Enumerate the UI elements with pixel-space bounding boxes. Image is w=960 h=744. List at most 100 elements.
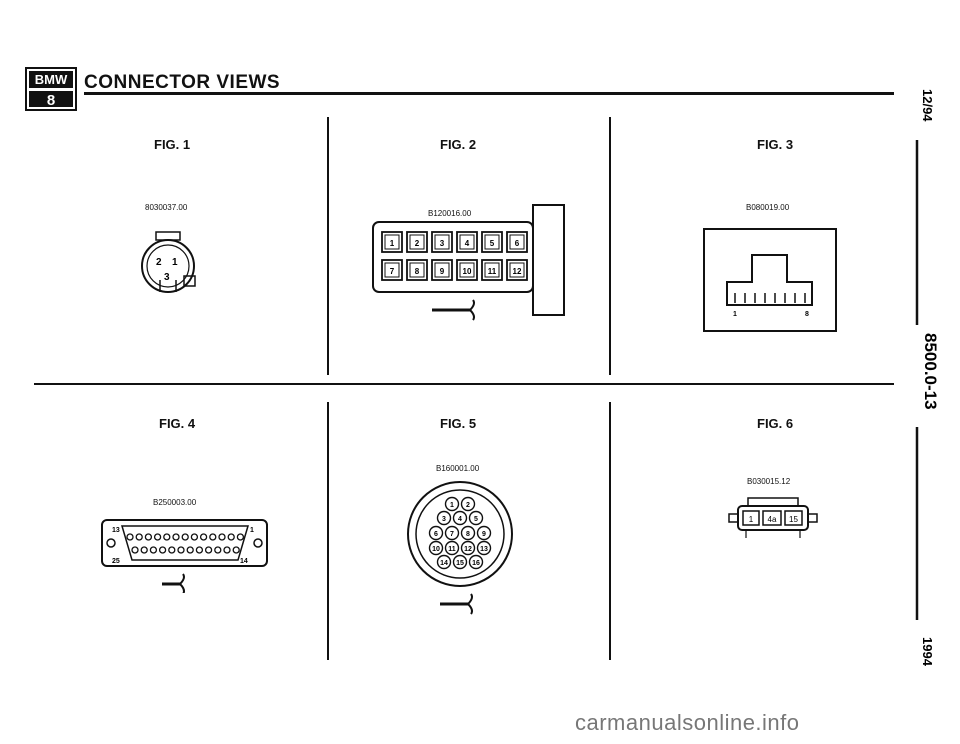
- fig-2-pin-label: 7: [390, 267, 395, 276]
- page-title: CONNECTOR VIEWS: [84, 72, 281, 93]
- fig-4-pin-label: 1: [250, 527, 254, 534]
- fig-2-pin-inner: [434, 262, 450, 278]
- fig-5-pin: [428, 540, 444, 556]
- fig-2-code: B120016.00: [428, 209, 472, 218]
- fig-4-pin: [149, 546, 158, 554]
- fig-6-code: B030015.12: [747, 477, 791, 486]
- wire-harness-icon: [162, 573, 185, 593]
- fig-4-pin: [223, 546, 231, 554]
- fig-2-pin-label: 10: [463, 267, 472, 276]
- fig-6-connector: 1 4a 15: [728, 497, 818, 538]
- fig-4-pin: [195, 546, 204, 554]
- fig-3-pin-label: 8: [805, 311, 809, 318]
- fig-2-pin-label: 11: [488, 267, 497, 276]
- fig-5-pin: [428, 525, 444, 541]
- fig-4-pin: [168, 546, 176, 554]
- fig-2-pin: [431, 259, 453, 281]
- section-divider: [34, 383, 894, 385]
- fig-2-pin: [506, 259, 528, 281]
- fig-5-pin-label: 4: [458, 516, 462, 523]
- fig-2-pin-inner: [484, 262, 500, 278]
- fig-5-pin-label: 12: [464, 546, 472, 553]
- fig-4-pin-label: 14: [240, 558, 248, 565]
- fig-5-pin-label: 7: [450, 531, 454, 538]
- fig-2-pin-inner: [459, 234, 475, 250]
- fig-5-pin-label: 16: [472, 560, 480, 567]
- fig-4-pin: [209, 533, 217, 541]
- fig-2-pin: [456, 231, 478, 253]
- fig-5-pin-label: 10: [432, 546, 440, 553]
- logo-brand: BMW: [35, 72, 68, 87]
- fig-4-pin: [177, 546, 185, 554]
- fig-5-pin-label: 15: [456, 560, 464, 567]
- fig-4-pin: [218, 533, 226, 541]
- fig-5-pin: [460, 525, 476, 541]
- page-side-rail: 12/94 8500.0-13 1994: [915, 89, 940, 667]
- fig-2-pin-inner: [384, 234, 400, 250]
- fig-4-pin: [204, 546, 213, 554]
- fig-5-pin-label: 9: [482, 531, 486, 538]
- fig-2-pin: [406, 259, 428, 281]
- fig-5-pin: [444, 540, 460, 556]
- fig-2-pin-label: 12: [513, 267, 522, 276]
- fig-1-pin-label: 3: [164, 272, 170, 283]
- wire-harness-icon: [440, 593, 473, 615]
- bmw-8-logo: BMW 8: [25, 67, 77, 111]
- fig-2-pin-label: 8: [415, 267, 420, 276]
- fig-4-pin: [163, 533, 171, 541]
- fig-2-pin: [506, 231, 528, 253]
- fig-2-pin: [481, 231, 503, 253]
- fig-4-pin: [172, 533, 180, 541]
- fig-5-pin-label: 3: [442, 516, 446, 523]
- fig-4-pin: [190, 533, 199, 541]
- fig-4-pin: [186, 546, 194, 554]
- fig-5-pin: [476, 540, 492, 556]
- column-divider-3: [327, 402, 329, 660]
- side-page-number: 8500.0-13: [921, 333, 940, 410]
- fig-1-pin-label: 1: [172, 257, 178, 268]
- fig-3-label: FIG. 3: [757, 137, 794, 152]
- fig-5-pin-label: 8: [466, 531, 470, 538]
- fig-5-pin: [436, 510, 452, 526]
- fig-2-pin-inner: [434, 234, 450, 250]
- fig-2-pin-label: 3: [440, 239, 445, 248]
- fig-4-connector: 13 1 25 14: [101, 519, 268, 593]
- fig-3-connector: 1 8: [703, 228, 837, 332]
- fig-2-pin-label: 2: [415, 239, 420, 248]
- fig-4-pin: [227, 533, 235, 541]
- fig-2-pin-label: 6: [515, 239, 520, 248]
- fig-4-pin: [135, 533, 143, 541]
- fig-5-label: FIG. 5: [440, 416, 477, 431]
- side-date: 12/94: [920, 89, 935, 122]
- fig-4-pin: [140, 546, 148, 554]
- fig-5-pin-label: 1: [450, 502, 454, 509]
- fig-5-pin-label: 11: [448, 546, 456, 553]
- fig-2-pin-inner: [409, 262, 425, 278]
- fig-5-code: B160001.00: [436, 464, 480, 473]
- fig-5-pin: [436, 554, 452, 570]
- fig-5-pin: [468, 510, 484, 526]
- fig-2-pin: [406, 231, 428, 253]
- fig-1-label: FIG. 1: [154, 137, 191, 152]
- fig-2-pin-label: 4: [465, 239, 470, 248]
- fig-4-pin: [236, 533, 245, 541]
- fig-5-pin: [460, 496, 476, 512]
- fig-5-pin-label: 5: [474, 516, 478, 523]
- fig-2-pin-inner: [509, 262, 525, 278]
- fig-5-pin-label: 14: [440, 560, 448, 567]
- fig-2-pin-label: 1: [390, 239, 395, 248]
- fig-5-pin-label: 13: [480, 546, 488, 553]
- fig-5-pin: [452, 554, 468, 570]
- fig-2-pin-label: 9: [440, 267, 445, 276]
- fig-5-pin: [444, 525, 460, 541]
- fig-4-pin: [126, 533, 134, 541]
- fig-4-pin: [181, 533, 189, 541]
- fig-3-pin-label: 1: [733, 311, 737, 318]
- fig-5-pin-label: 2: [466, 502, 470, 509]
- fig-2-pin: [381, 231, 403, 253]
- fig-2-pin: [481, 259, 503, 281]
- fig-6-pin-label: 4a: [768, 515, 777, 524]
- fig-4-pin: [199, 533, 208, 541]
- side-year: 1994: [920, 637, 935, 667]
